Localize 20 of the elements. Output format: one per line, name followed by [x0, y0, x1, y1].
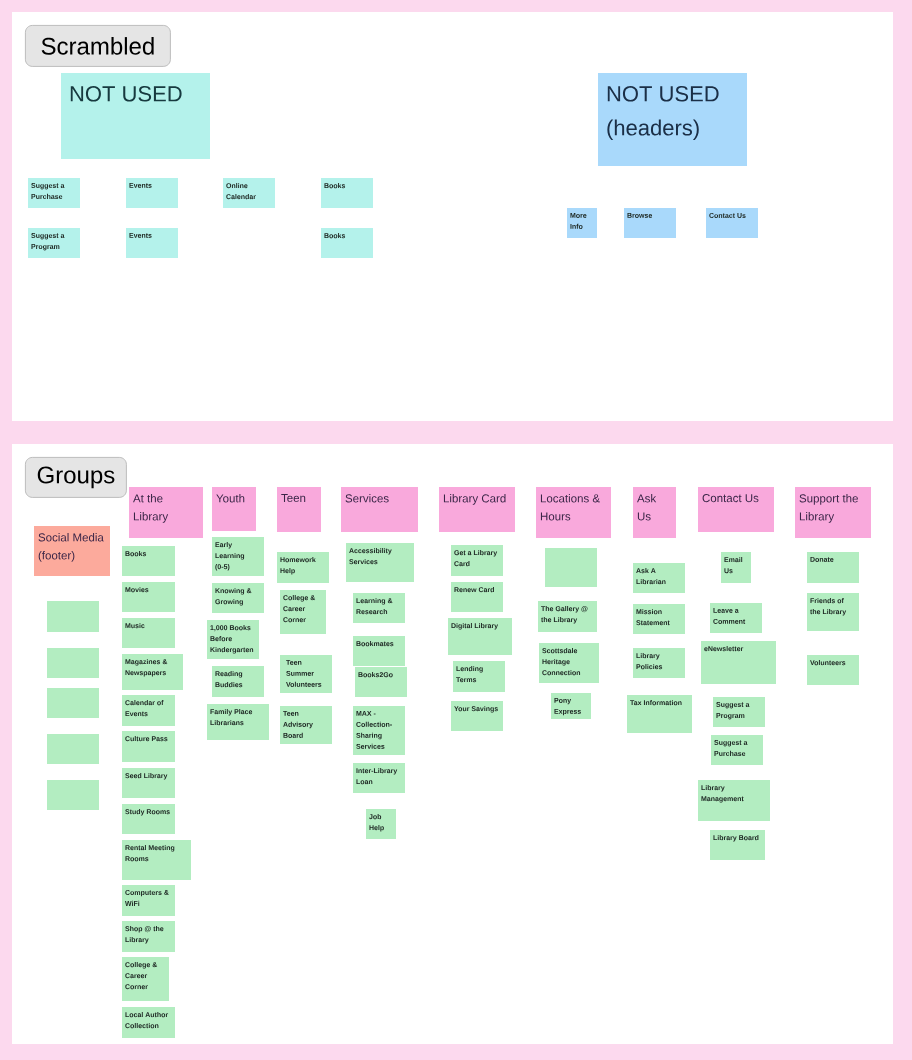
sticky-note [47, 688, 99, 718]
sticky-note [47, 601, 99, 632]
sticky-note [47, 734, 99, 764]
sticky-note: Teen [277, 487, 321, 532]
sticky-note: Support the Library [795, 487, 871, 538]
sticky-note: NOT USED (headers) [598, 73, 747, 166]
sticky-note: Ask Us [633, 487, 676, 538]
sticky-note: Library Card [439, 487, 515, 532]
sticky-note [545, 548, 597, 587]
sticky-note: Contact Us [698, 487, 774, 532]
title-tag: Groups [25, 457, 127, 498]
sticky-note [47, 780, 99, 810]
sticky-note: At the Library [129, 487, 203, 538]
sticky-note: Social Media (footer) [34, 526, 110, 576]
sticky-note [47, 648, 99, 678]
sticky-note: NOT USED [61, 73, 210, 159]
sticky-note: Locations & Hours [536, 487, 611, 538]
title-tag: Scrambled [25, 25, 171, 67]
sticky-note: Services [341, 487, 418, 532]
sticky-note: Youth [212, 487, 256, 531]
